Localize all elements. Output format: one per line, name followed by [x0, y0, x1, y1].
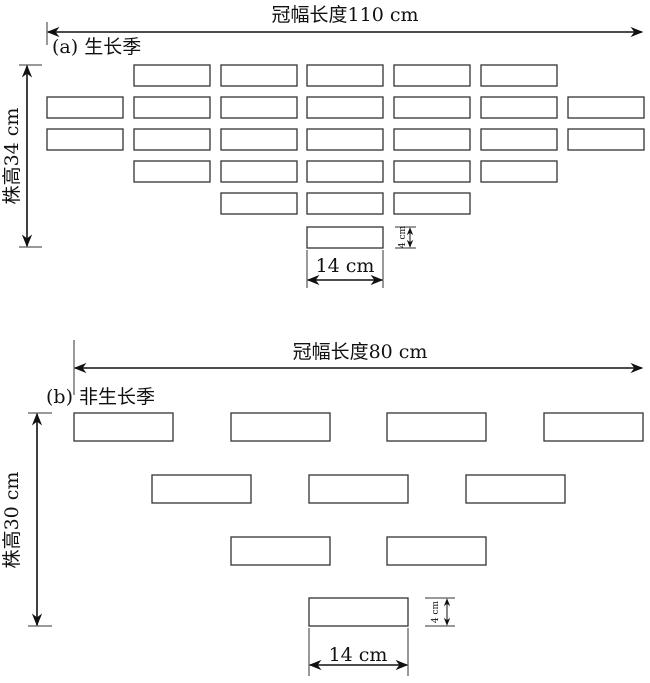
panel-a-label: (a) 生长季: [52, 36, 141, 58]
canopy-box: [308, 597, 409, 627]
canopy-box: [73, 412, 174, 442]
canopy-box: [151, 474, 252, 504]
panel-a-width-label: 冠幅长度110 cm: [272, 4, 419, 26]
canopy-box: [46, 96, 124, 119]
canopy-box: [306, 226, 384, 249]
canopy-box: [306, 96, 384, 119]
panel-b-non-growing-season: 冠幅长度80 cm (b) 非生长季 株高30 cm 14 cm 4 cm: [1, 340, 644, 676]
canopy-box: [393, 64, 471, 87]
canopy-box: [480, 96, 558, 119]
canopy-box: [480, 160, 558, 183]
canopy-box: [220, 96, 298, 119]
canopy-box: [480, 64, 558, 87]
canopy-box: [393, 160, 471, 183]
panel-b-height-label: 株高30 cm: [1, 472, 23, 569]
panel-a-height-label: 株高34 cm: [1, 108, 23, 205]
canopy-box: [465, 474, 566, 504]
panel-a-box-width-label: 14 cm: [316, 255, 375, 277]
canopy-box: [220, 128, 298, 151]
panel-b-width-label: 冠幅长度80 cm: [293, 341, 428, 363]
canopy-box: [220, 64, 298, 87]
canopy-box: [567, 128, 645, 151]
canopy-box: [46, 128, 124, 151]
canopy-box: [393, 128, 471, 151]
canopy-box: [220, 160, 298, 183]
canopy-box: [306, 64, 384, 87]
canopy-box: [543, 412, 644, 442]
canopy-box: [386, 536, 487, 566]
canopy-box: [306, 128, 384, 151]
canopy-box: [230, 536, 331, 566]
canopy-box: [306, 192, 384, 215]
canopy-box: [386, 412, 487, 442]
panel-a-box-height-label: 4 cm: [398, 225, 408, 248]
canopy-box: [308, 474, 409, 504]
canopy-box: [393, 192, 471, 215]
canopy-box: [133, 64, 211, 87]
canopy-box: [133, 128, 211, 151]
canopy-box: [306, 160, 384, 183]
panel-a-growing-season: 冠幅长度110 cm (a) 生长季 株高34 cm 14 cm 4 cm: [1, 4, 645, 288]
panel-b-box-width-label: 14 cm: [329, 644, 388, 666]
canopy-box: [230, 412, 331, 442]
panel-b-box-height-label: 4 cm: [431, 600, 441, 623]
panel-b-label: (b) 非生长季: [46, 386, 155, 408]
canopy-box: [133, 160, 211, 183]
canopy-box: [220, 192, 298, 215]
canopy-box: [393, 96, 471, 119]
canopy-box: [133, 96, 211, 119]
canopy-box: [480, 128, 558, 151]
canopy-box: [567, 96, 645, 119]
